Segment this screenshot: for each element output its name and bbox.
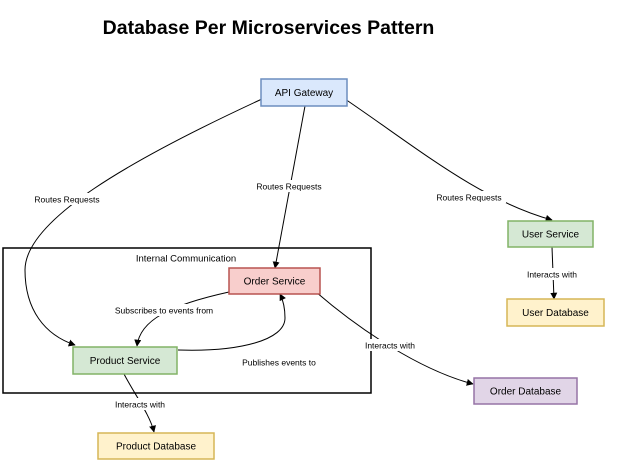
edge-label-product-to-product-db: Interacts with	[110, 398, 170, 410]
svg-text:Routes Requests: Routes Requests	[256, 182, 321, 192]
edge-order-to-product	[134, 291, 230, 347]
node-box-order-database	[473, 377, 578, 405]
node-label-product-service: Product Service	[90, 356, 161, 367]
node-box-user-database	[506, 298, 605, 327]
svg-text:Subscribes to events from: Subscribes to events from	[115, 306, 213, 316]
node-box-product-service	[72, 346, 178, 375]
node-box-order-service	[228, 267, 321, 295]
nodes: API Gateway Order Service Product Servic…	[72, 78, 605, 460]
node-box-api-gateway	[260, 78, 348, 107]
edge-labels: Routes Requests Routes Requests Routes R…	[31, 180, 582, 410]
internal-communication-label: Internal Communication	[136, 254, 236, 265]
svg-text:Publishes events to: Publishes events to	[242, 358, 316, 368]
node-box-user-service	[507, 220, 594, 248]
edge-gateway-to-product	[24, 98, 263, 347]
edge-label-product-to-order: Publishes events to	[238, 356, 320, 368]
node-user-database[interactable]: User Database	[506, 298, 605, 327]
edge-label-order-to-product: Subscribes to events from	[110, 304, 218, 316]
edge-gateway-to-user	[344, 98, 553, 222]
node-label-user-database: User Database	[522, 308, 589, 319]
edge-order-to-order-db	[315, 291, 474, 386]
node-box-product-database	[97, 432, 215, 460]
edge-product-to-order	[177, 293, 286, 351]
svg-text:Routes Requests: Routes Requests	[34, 195, 99, 205]
internal-communication-box	[2, 247, 372, 394]
edge-label-gateway-to-order: Routes Requests	[252, 180, 326, 192]
edges	[24, 98, 558, 433]
svg-text:Interacts with: Interacts with	[115, 400, 165, 410]
node-order-database[interactable]: Order Database	[473, 377, 578, 405]
node-product-service[interactable]: Product Service	[72, 346, 178, 375]
edge-label-order-to-order-db: Interacts with	[360, 339, 420, 351]
node-product-database[interactable]: Product Database	[97, 432, 215, 460]
internal-communication-group: Internal Communication	[2, 247, 372, 394]
node-label-api-gateway: API Gateway	[275, 88, 333, 99]
svg-text:Interacts with: Interacts with	[527, 270, 577, 280]
node-label-order-service: Order Service	[244, 277, 306, 288]
edge-label-gateway-to-user: Routes Requests	[432, 191, 506, 203]
svg-text:Interacts with: Interacts with	[365, 341, 415, 351]
diagram-title: Database Per Microservices Pattern	[102, 17, 435, 39]
node-label-product-database: Product Database	[116, 442, 196, 453]
node-api-gateway[interactable]: API Gateway	[260, 78, 348, 107]
node-order-service[interactable]: Order Service	[228, 267, 321, 295]
node-user-service[interactable]: User Service	[507, 220, 594, 248]
edge-label-gateway-to-product: Routes Requests	[31, 193, 103, 205]
node-label-order-database: Order Database	[490, 387, 562, 398]
edge-label-user-to-user-db: Interacts with	[522, 268, 582, 280]
node-label-user-service: User Service	[522, 230, 580, 241]
svg-text:Routes Requests: Routes Requests	[436, 193, 501, 203]
